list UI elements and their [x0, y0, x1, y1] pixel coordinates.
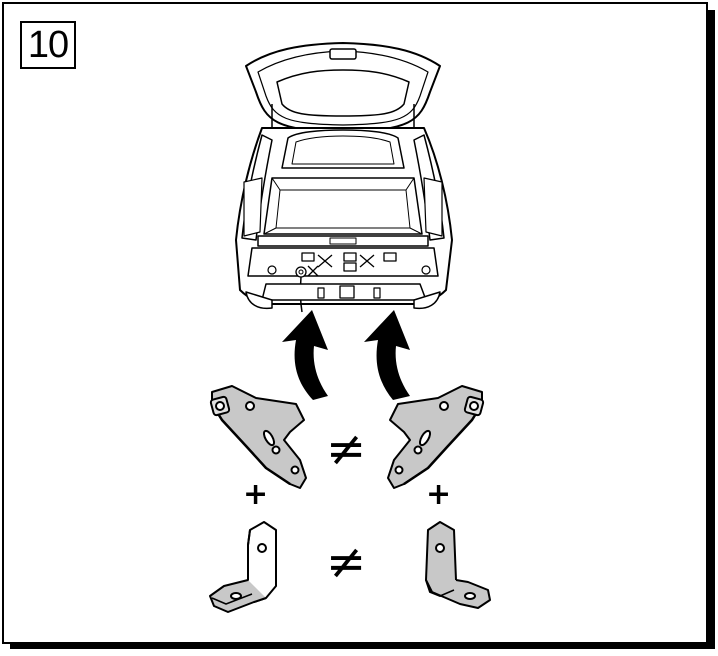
- plus-symbol-right: +: [426, 477, 452, 512]
- step-number: 10: [27, 23, 69, 66]
- frame-shadow-bottom: [10, 640, 715, 649]
- curved-up-arrow-icon: [282, 310, 328, 400]
- plus-symbol-left: +: [243, 477, 269, 512]
- not-equal-symbol-top: ≠: [326, 421, 367, 477]
- step-number-box: 10: [20, 21, 76, 69]
- angle-bracket-icon-right: [425, 521, 491, 609]
- mounting-bracket-icon-right: [387, 385, 485, 489]
- curved-up-arrow-icon-right: [364, 310, 410, 400]
- angle-bracket-icon-left: [209, 521, 277, 613]
- not-equal-symbol-bottom: ≠: [326, 534, 367, 590]
- car-rear-open-tailgate-icon: [235, 42, 453, 313]
- mounting-bracket-icon-left: [209, 385, 307, 489]
- frame-shadow-right: [706, 10, 715, 649]
